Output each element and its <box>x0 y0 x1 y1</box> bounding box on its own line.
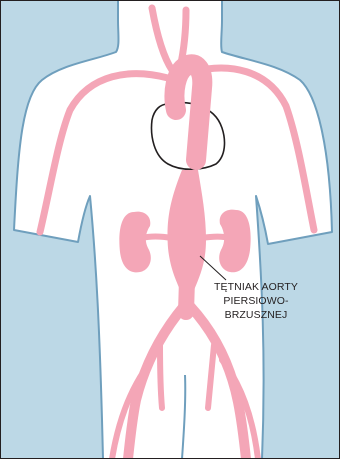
aneurysm-label-line-1: TĘTNIAK AORTY <box>196 280 316 294</box>
left-internal-iliac-branch <box>160 345 162 408</box>
aneurysm-label-line-3: BRZUSZNEJ <box>196 308 316 322</box>
aneurysm-label: TĘTNIAK AORTY PIERSIOWO- BRZUSZNEJ <box>196 280 316 322</box>
aneurysm-label-line-2: PIERSIOWO- <box>196 294 316 308</box>
left-renal-artery <box>142 237 172 239</box>
